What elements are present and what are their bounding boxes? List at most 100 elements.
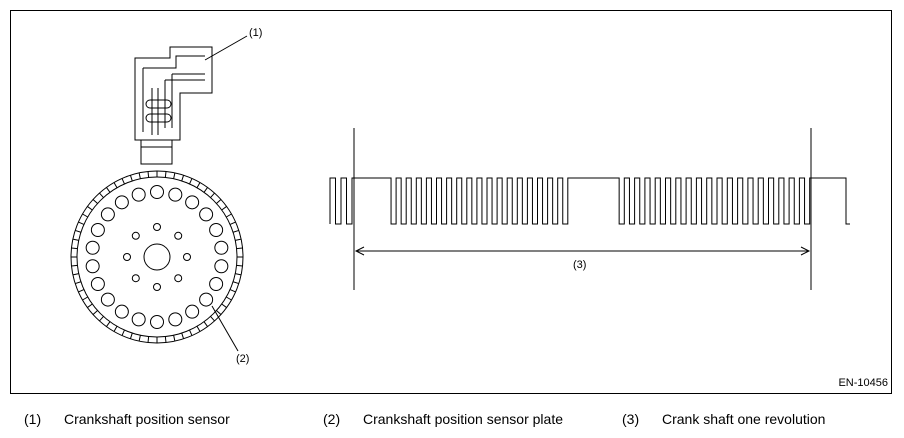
plate-inner-hole [123, 253, 131, 261]
plate-tooth [106, 187, 111, 193]
plate-outer-hole [209, 277, 224, 292]
plate-tooth [226, 296, 232, 301]
callout-label-plate: (2) [236, 353, 249, 365]
plate-tooth [121, 178, 125, 185]
plate-tooth [216, 310, 222, 315]
plate-tooth [106, 321, 111, 327]
plate-outer-hole [209, 222, 224, 237]
plate-outer-hole [150, 185, 164, 199]
plate-tooth [164, 171, 167, 178]
plate-outer-hole [90, 222, 105, 237]
plate-tooth [82, 296, 88, 301]
plate-tooth [196, 326, 201, 332]
callout-sensor: (1) [204, 27, 262, 61]
plate-tooth [235, 238, 242, 241]
plate-tooth [203, 321, 208, 327]
plate-tooth [87, 206, 93, 211]
plate-tooth [75, 229, 82, 233]
legend-item-revolution: (3)Crank shaft one revolution [622, 411, 825, 427]
plate-inner-hole [183, 253, 191, 261]
plate-tooth [82, 213, 88, 218]
legend-item-plate: (2) Crankshaft position sensor plate [323, 411, 563, 427]
plate-inner-hole [153, 283, 161, 291]
plate-outer-hole [85, 240, 100, 255]
plate-tooth [129, 175, 133, 182]
plate-tooth [210, 316, 215, 322]
plate-tooth [189, 178, 193, 185]
legend-item-sensor: (1) Crankshaft position sensor [24, 411, 230, 427]
plate-outer-hole [114, 195, 129, 210]
plate-tooth [229, 221, 236, 225]
legend-label: Crankshaft position sensor plate [363, 411, 563, 427]
plate-inner-hole [174, 231, 183, 240]
plate-tooth [138, 172, 141, 179]
plate-tooth [99, 192, 104, 198]
plate-tooth [78, 221, 85, 225]
plate-tooth [78, 289, 85, 293]
plate-outer-hole [214, 259, 229, 274]
legend-number: (3) [622, 411, 640, 427]
crankshaft-position-sensor [134, 46, 213, 165]
plate-inner-hole [174, 274, 183, 283]
signal-waveform [329, 177, 850, 225]
crankshaft-position-sensor-plate [70, 170, 244, 344]
plate-tooth [71, 247, 78, 250]
plate-outer-hole [100, 292, 115, 307]
plate-tooth [147, 336, 150, 343]
plate-tooth [72, 273, 79, 276]
plate-outer-hole [199, 292, 214, 307]
plate-tooth [87, 303, 93, 308]
plate-tooth [147, 171, 150, 178]
legend-number: (1) [24, 411, 42, 427]
plate-outer-hole [100, 207, 115, 222]
plate-tooth [173, 335, 176, 342]
plate-outer-hole [131, 187, 146, 202]
plate-outer-hole [168, 187, 183, 202]
plate-tooth [113, 326, 118, 332]
plate-outer-hole [131, 312, 146, 327]
callout-plate: (2) [211, 305, 249, 365]
plate-tooth [72, 238, 79, 241]
plate-inner-hole [131, 231, 140, 240]
legend-label: Crankshaft position sensor [64, 411, 230, 427]
plate-tooth [232, 229, 239, 233]
plate-tooth [121, 329, 125, 336]
plate-tooth [229, 289, 236, 293]
plate-tooth [138, 335, 141, 342]
plate-tooth [203, 187, 208, 193]
callout-label-sensor: (1) [249, 27, 262, 39]
plate-outer-hole [168, 312, 183, 327]
plate-tooth [232, 281, 239, 285]
plate-teeth [71, 171, 243, 343]
plate-outer-hole [214, 240, 229, 255]
plate-tooth [210, 192, 215, 198]
plate-tooth [236, 247, 243, 250]
plate-outer-hole [185, 195, 200, 210]
plate-tooth [221, 206, 227, 211]
plate-tooth [92, 310, 98, 315]
plate-tooth [181, 332, 185, 339]
plate-tooth [71, 264, 78, 267]
plate-outer-hole [114, 304, 129, 319]
plate-tooth [189, 329, 193, 336]
diagram-frame [10, 10, 892, 394]
plate-tooth [221, 303, 227, 308]
figure-code: EN-10456 [838, 377, 888, 389]
plate-tooth [173, 172, 176, 179]
plate-outer-hole [85, 259, 100, 274]
plate-outer-hole [90, 277, 105, 292]
plate-tooth [129, 332, 133, 339]
one-revolution-dimension [353, 128, 812, 290]
plate-tooth [113, 182, 118, 188]
plate-tooth [235, 273, 242, 276]
plate-tooth [181, 175, 185, 182]
plate-tooth [99, 316, 104, 322]
plate-tooth [216, 199, 222, 204]
plate-outer-hole [150, 315, 164, 329]
legend-number: (2) [323, 411, 341, 427]
plate-tooth [164, 336, 167, 343]
plate-outer-holes [85, 185, 229, 329]
plate-tooth [75, 281, 82, 285]
plate-tooth [226, 213, 232, 218]
